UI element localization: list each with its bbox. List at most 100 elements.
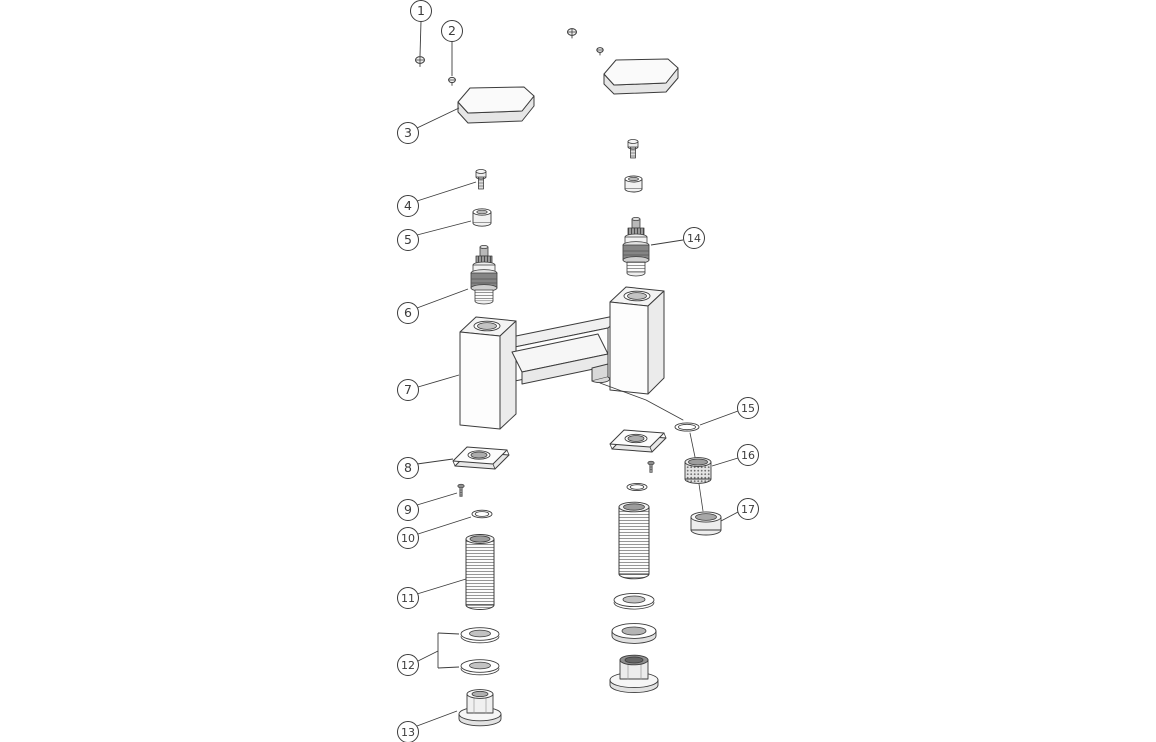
threaded-tube-left — [465, 534, 495, 610]
fixing-screw-left — [475, 169, 487, 190]
callout-number: 1 — [417, 3, 425, 18]
callout-leader-line — [417, 374, 460, 388]
outlet-alignment-line — [599, 382, 704, 512]
callout-number: 11 — [401, 592, 415, 605]
callout-number: 5 — [404, 232, 412, 247]
callout-number: 8 — [404, 460, 412, 475]
spacer-sleeve-right — [624, 175, 643, 193]
callout-circle — [410, 0, 432, 22]
callout-circle — [397, 527, 419, 549]
callout-leader-line — [416, 107, 460, 129]
washer-left-lower — [460, 659, 500, 676]
washer-right — [613, 592, 655, 610]
callout-8: 8 — [397, 457, 454, 479]
fixing-screw-right — [627, 139, 639, 159]
callout-number: 6 — [404, 305, 412, 320]
callout-circle — [737, 444, 759, 466]
callout-circle — [441, 20, 463, 42]
callout-6: 6 — [397, 288, 469, 324]
callout-15: 15 — [699, 397, 759, 426]
callout-leader-line — [437, 666, 460, 669]
callout-leader-line — [711, 457, 739, 467]
callout-number: 17 — [741, 503, 755, 516]
callout-leader-line — [416, 492, 458, 506]
spacer-sleeve-left — [472, 208, 492, 227]
callout-leader-line — [416, 710, 458, 727]
callout-circle — [683, 227, 705, 249]
callout-number: 13 — [401, 726, 415, 739]
callout-leader-line — [416, 288, 469, 309]
callout-circle — [737, 397, 759, 419]
grub-screw-right — [567, 28, 577, 39]
callout-leader-line — [417, 650, 439, 662]
washer-left-upper — [460, 627, 500, 644]
o-ring-left — [471, 509, 493, 519]
callout-13: 13 — [397, 710, 458, 742]
callout-number: 15 — [741, 402, 755, 415]
handle-screw-right — [596, 47, 604, 56]
callout-number: 12 — [401, 659, 415, 672]
threaded-tube-right — [618, 501, 650, 580]
rubber-seal-right — [611, 623, 657, 644]
mounting-nut-left — [458, 689, 502, 727]
plate-screw-left — [457, 483, 465, 497]
callout-circle — [397, 721, 419, 742]
cartridge-valve-left — [470, 245, 498, 305]
tap-body — [459, 286, 665, 430]
callout-10: 10 — [397, 516, 472, 549]
callout-3: 3 — [397, 107, 460, 144]
flow-straightener — [684, 457, 712, 484]
callout-14: 14 — [650, 227, 705, 249]
callout-number: 4 — [404, 198, 412, 213]
callout-circle — [737, 498, 759, 520]
callout-leader-line — [720, 511, 739, 522]
callout-11: 11 — [397, 578, 467, 609]
callout-circle — [397, 457, 419, 479]
o-ring-right — [626, 482, 648, 492]
cartridge-valve-right — [622, 217, 650, 277]
escutcheon-plate-left — [452, 446, 510, 470]
callout-4: 4 — [397, 181, 477, 217]
callout-5: 5 — [397, 220, 472, 251]
callout-17: 17 — [720, 498, 759, 522]
callout-number: 9 — [404, 502, 412, 517]
callout-circle — [397, 122, 419, 144]
callout-number: 10 — [401, 532, 415, 545]
callout-16: 16 — [711, 444, 759, 467]
callout-leader-line — [416, 458, 454, 465]
callout-1: 1 — [410, 0, 432, 57]
callout-leader-line — [416, 181, 477, 202]
callout-number: 7 — [404, 382, 412, 397]
callout-2: 2 — [441, 20, 463, 76]
callout-circle — [397, 229, 419, 251]
callout-circle — [397, 654, 419, 676]
callout-number: 3 — [404, 125, 412, 140]
handle-screw-2 — [448, 76, 456, 86]
callout-leader-line — [419, 20, 422, 57]
mounting-nut-right — [609, 654, 659, 694]
spout-o-ring — [674, 422, 700, 432]
callout-leader-line — [699, 410, 739, 426]
lever-handle-left — [457, 86, 535, 124]
callout-leader-line — [416, 220, 472, 236]
callout-leader-line — [437, 632, 460, 635]
escutcheon-plate-right — [609, 429, 667, 453]
callout-number: 14 — [687, 232, 701, 245]
callout-leader-line — [416, 578, 467, 595]
callout-circle — [397, 379, 419, 401]
callout-circle — [397, 302, 419, 324]
callout-7: 7 — [397, 374, 460, 401]
plate-screw-right — [647, 460, 655, 473]
lever-handle-right — [603, 58, 679, 95]
callout-circle — [397, 195, 419, 217]
aerator-cap — [690, 511, 722, 536]
callout-leader-line — [417, 516, 472, 535]
callout-number: 16 — [741, 449, 755, 462]
callout-9: 9 — [397, 492, 458, 521]
callout-12: 12 — [397, 632, 460, 676]
callout-circle — [397, 499, 419, 521]
grub-screw-1 — [415, 56, 425, 67]
